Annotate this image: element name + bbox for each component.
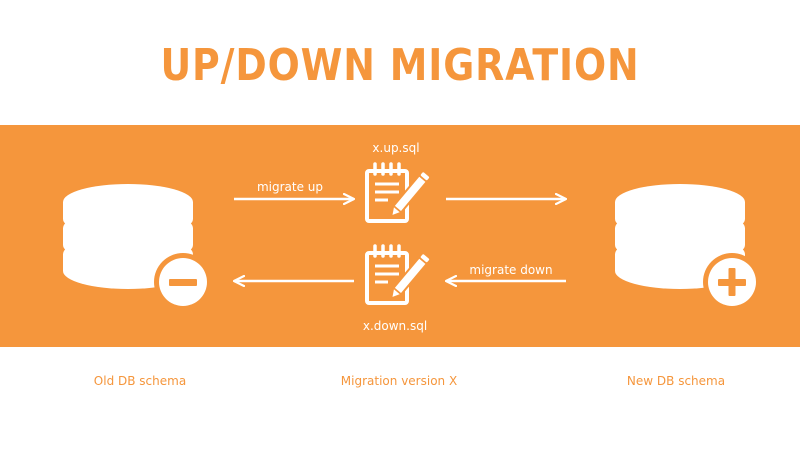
caption-migration-version: Migration version X: [340, 374, 458, 388]
down-file-label: x.down.sql: [363, 319, 427, 333]
migrate-up-label: migrate up: [257, 180, 323, 194]
notepad-pencil-icon: [365, 162, 433, 223]
database-plus-icon: [615, 184, 761, 311]
caption-new-schema: New DB schema: [626, 374, 726, 388]
database-minus-icon: [63, 184, 212, 311]
caption-old-schema: Old DB schema: [93, 374, 187, 388]
page-title: UP/DOWN MIGRATION: [160, 40, 640, 91]
notepad-pencil-icon: [365, 244, 433, 305]
migrate-down-label: migrate down: [469, 263, 552, 277]
up-file-label: x.up.sql: [372, 141, 419, 155]
